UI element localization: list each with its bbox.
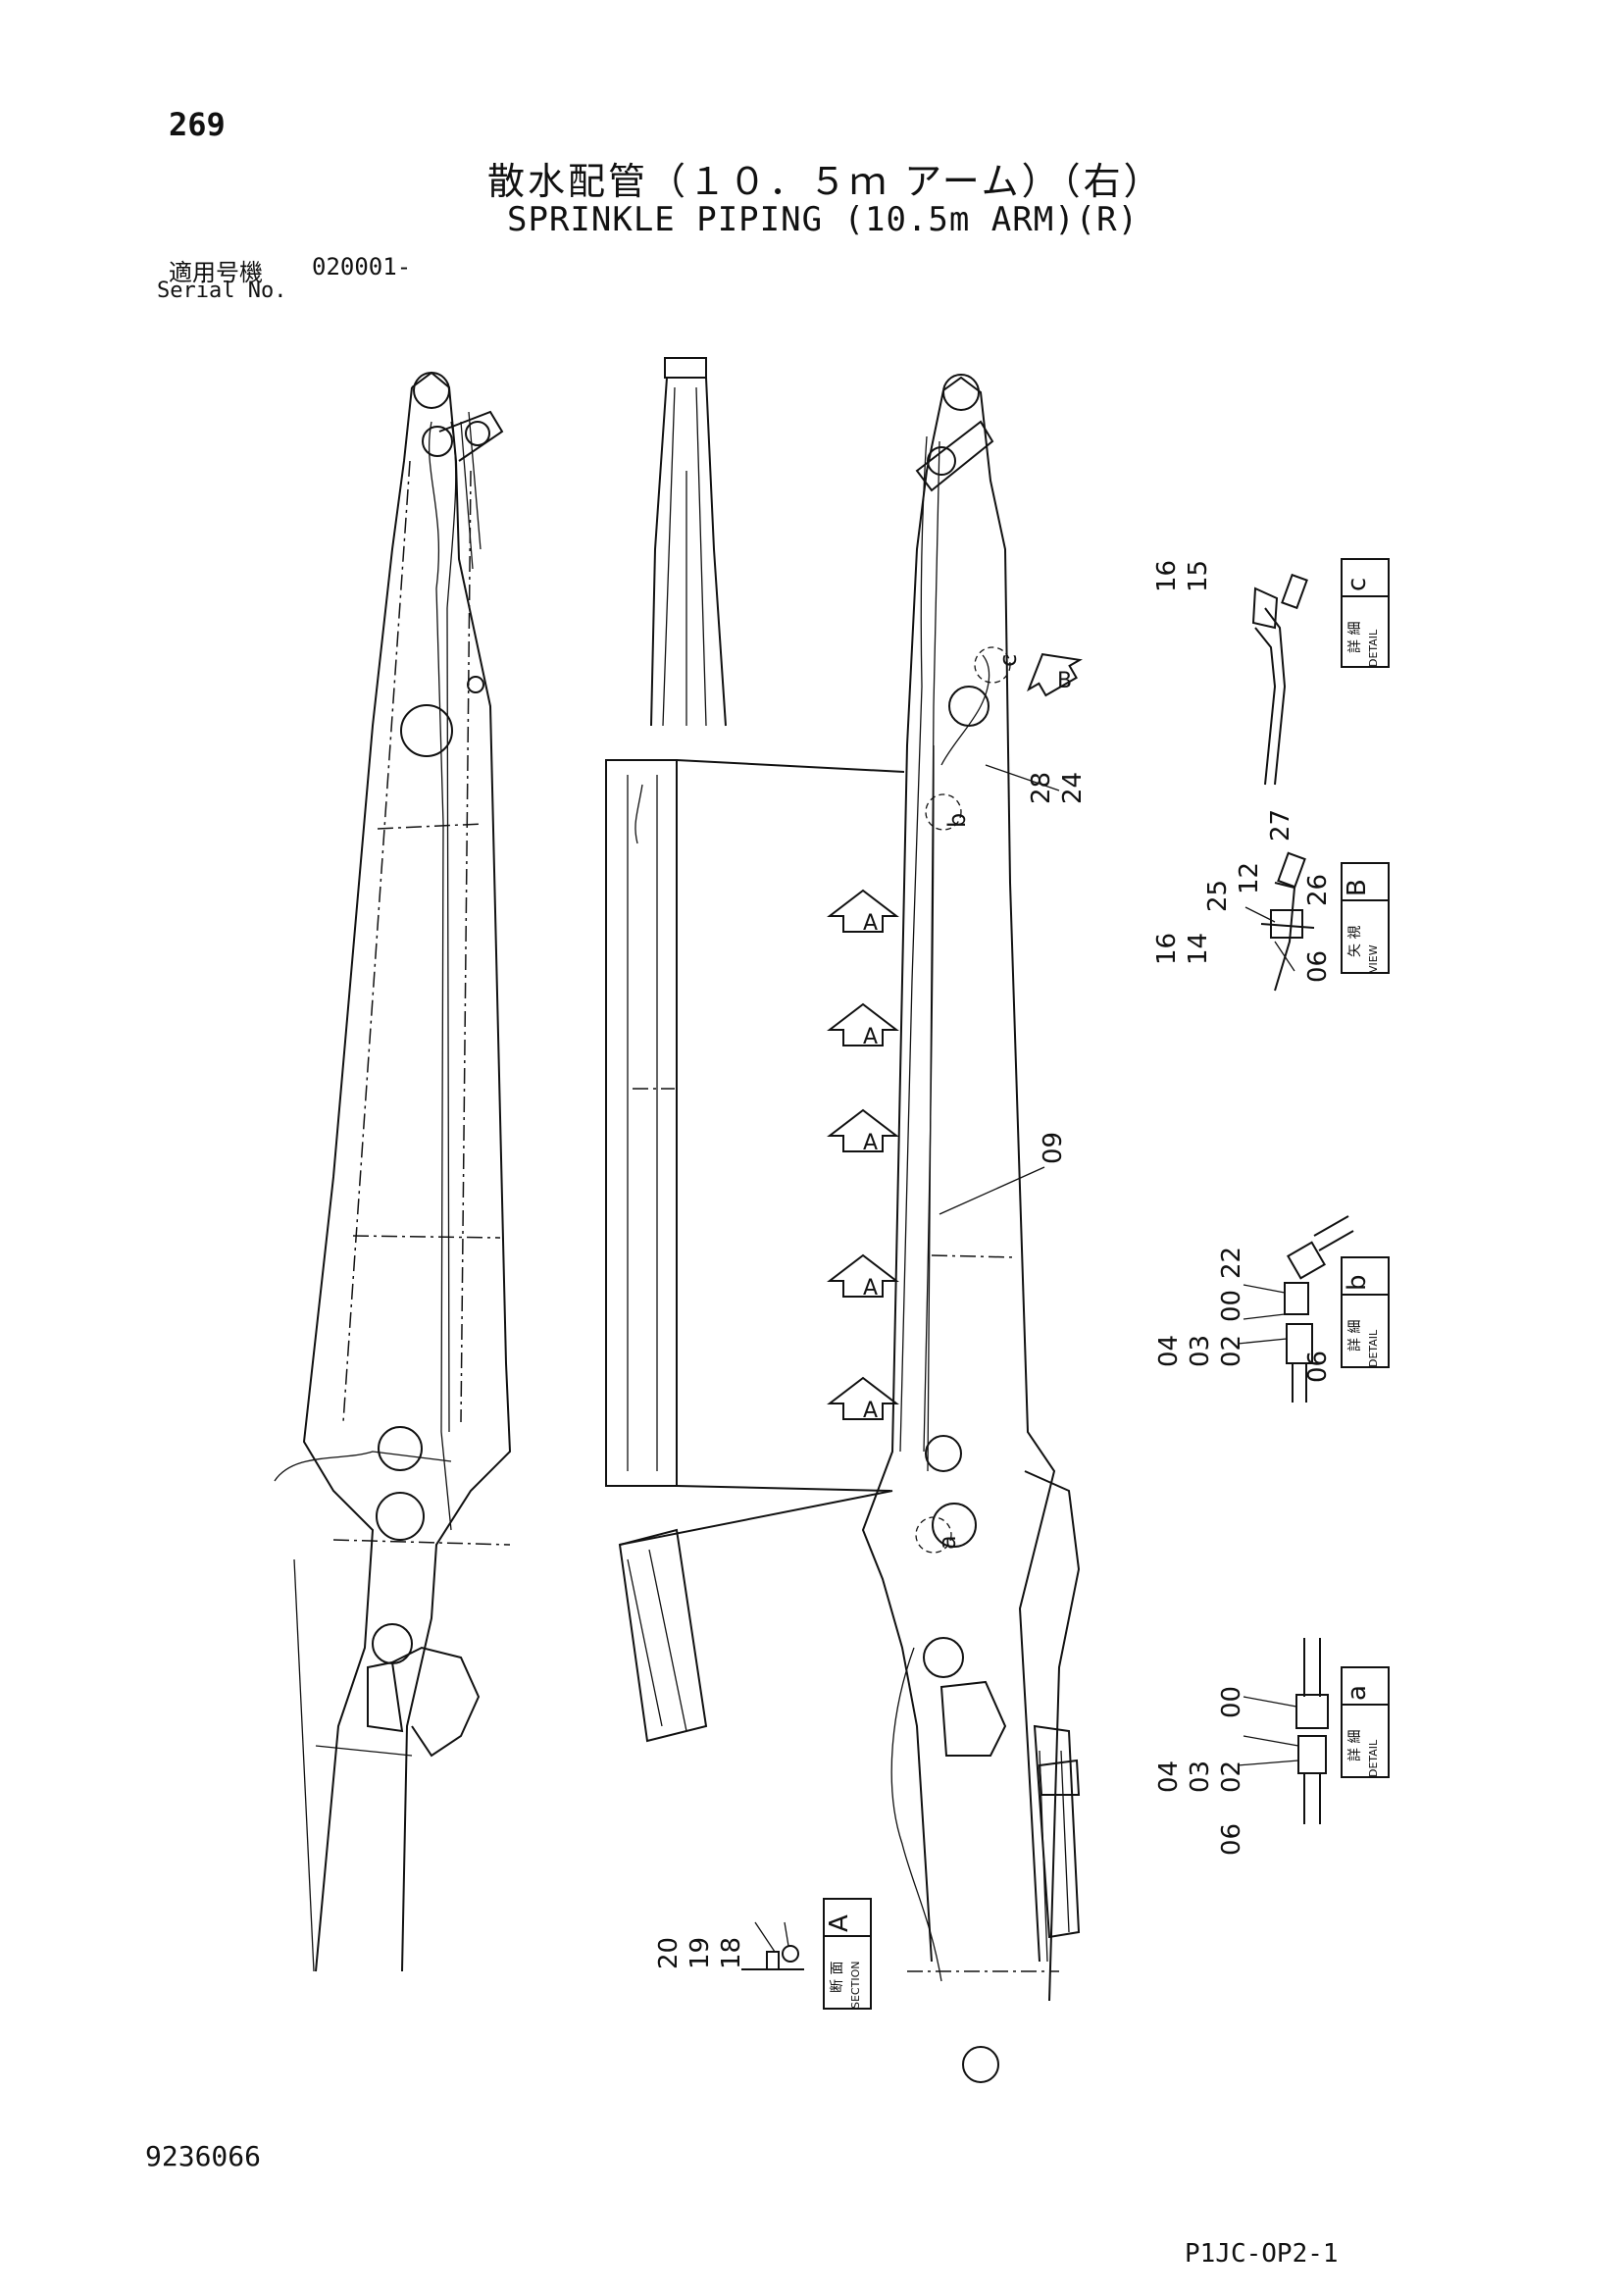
page-number: 269 <box>169 106 226 143</box>
detail-a: 04 03 02 00 06 a 詳 細 DETAIL <box>1154 1638 1390 1856</box>
right-arm-side-view <box>861 374 1081 2083</box>
view-b-label-en: VIEW <box>1367 944 1380 973</box>
view-b-label-jp: 矢 視 <box>1347 926 1363 957</box>
detail-a-part-00: 00 <box>1217 1686 1246 1718</box>
detail-a-label-en: DETAIL <box>1367 1739 1380 1777</box>
detail-b-part-06: 06 <box>1303 1351 1333 1383</box>
page-title-english: SPRINKLE PIPING (10.5m ARM)(R) <box>507 200 1140 239</box>
callout-detail-b: b <box>943 813 971 828</box>
view-b-part-27: 27 <box>1266 809 1295 842</box>
section-a-part-20: 20 <box>654 1937 684 1969</box>
detail-b-part-00: 00 <box>1217 1290 1246 1322</box>
serial-label-english: Serial No. <box>157 279 287 303</box>
figure-code: P1JC-OP2-1 <box>1185 2239 1339 2269</box>
detail-a-part-04: 04 <box>1154 1760 1184 1793</box>
view-b-box <box>1341 862 1390 974</box>
detail-c-box <box>1341 558 1390 668</box>
section-a-arrows: A A A A A <box>827 889 899 1423</box>
detail-b-part-02: 02 <box>1217 1335 1246 1367</box>
section-arrow-2-label: A <box>863 1025 878 1049</box>
detail-a-part-02: 02 <box>1217 1760 1246 1793</box>
detail-c-label-en: DETAIL <box>1367 629 1380 667</box>
section-arrow-4-label: A <box>863 1276 878 1301</box>
section-arrow-1-label: A <box>863 911 878 936</box>
detail-b-part-22: 22 <box>1217 1247 1246 1279</box>
detail-a-letter: a <box>1343 1685 1372 1701</box>
view-b-part-14: 14 <box>1184 933 1213 965</box>
serial-label-japanese: 適用号機 <box>169 259 263 286</box>
detail-b-letter: b <box>1343 1274 1372 1291</box>
section-a: 20 19 18 A 断 面 SECTION <box>654 1898 872 2010</box>
left-arm-side-view <box>274 371 512 1972</box>
section-arrow-3-label: A <box>863 1131 878 1155</box>
section-arrow-5-label: A <box>863 1399 878 1423</box>
callout-detail-c: c <box>994 654 1022 667</box>
detail-c-part-15: 15 <box>1184 560 1213 592</box>
view-b-part-12: 12 <box>1235 862 1264 894</box>
callout-28: 28 <box>1027 772 1056 804</box>
callout-24: 24 <box>1058 772 1088 804</box>
detail-b-part-04: 04 <box>1154 1335 1184 1367</box>
callout-detail-a: a <box>934 1535 961 1550</box>
view-b-part-26: 26 <box>1303 874 1333 906</box>
view-b-part-16: 16 <box>1152 933 1182 965</box>
section-arrow-5 <box>827 1376 899 1420</box>
view-b: 16 14 25 12 27 26 06 B 矢 視 VIEW <box>1152 809 1390 992</box>
section-arrow-2 <box>827 1002 899 1046</box>
section-a-label-en: SECTION <box>849 1962 862 2009</box>
section-a-box <box>823 1898 872 2010</box>
detail-a-part-06: 06 <box>1217 1823 1246 1856</box>
section-a-part-18: 18 <box>717 1937 746 1969</box>
center-top-view <box>605 357 905 1743</box>
document-number: 9236066 <box>145 2140 262 2172</box>
detail-a-part-03: 03 <box>1186 1760 1215 1793</box>
section-arrow-1 <box>827 889 899 933</box>
detail-c-label-jp: 詳 細 <box>1347 622 1363 653</box>
detail-b-label-en: DETAIL <box>1367 1329 1380 1367</box>
detail-c: 16 15 c 詳 細 DETAIL <box>1152 558 1390 786</box>
section-arrow-3 <box>827 1108 899 1152</box>
section-a-label-jp: 断 面 <box>830 1962 845 1993</box>
section-a-part-19: 19 <box>685 1937 715 1969</box>
view-b-part-25: 25 <box>1203 880 1233 912</box>
serial-number-value: 020001- <box>312 253 412 281</box>
detail-b-part-03: 03 <box>1186 1335 1215 1367</box>
section-a-letter: A <box>825 1914 854 1932</box>
detail-b: 04 03 02 00 22 06 b 詳 細 DETAIL <box>1154 1215 1390 1403</box>
detail-c-part-16: 16 <box>1152 560 1182 592</box>
view-b-arrow-label: B <box>1057 669 1072 693</box>
callout-09: 09 <box>1039 1132 1068 1164</box>
view-b-part-06: 06 <box>1303 950 1333 983</box>
detail-b-label-jp: 詳 細 <box>1347 1320 1363 1352</box>
detail-b-box <box>1341 1256 1390 1368</box>
view-b-letter: B <box>1343 879 1372 896</box>
detail-a-box <box>1341 1666 1390 1778</box>
section-arrow-4 <box>827 1253 899 1298</box>
detail-c-letter: c <box>1343 578 1372 591</box>
page-title-japanese: 散水配管（１０．５ｍ アーム）（右） <box>487 160 1164 203</box>
detail-a-label-jp: 詳 細 <box>1347 1730 1363 1761</box>
view-b-arrow: B <box>1027 652 1083 697</box>
